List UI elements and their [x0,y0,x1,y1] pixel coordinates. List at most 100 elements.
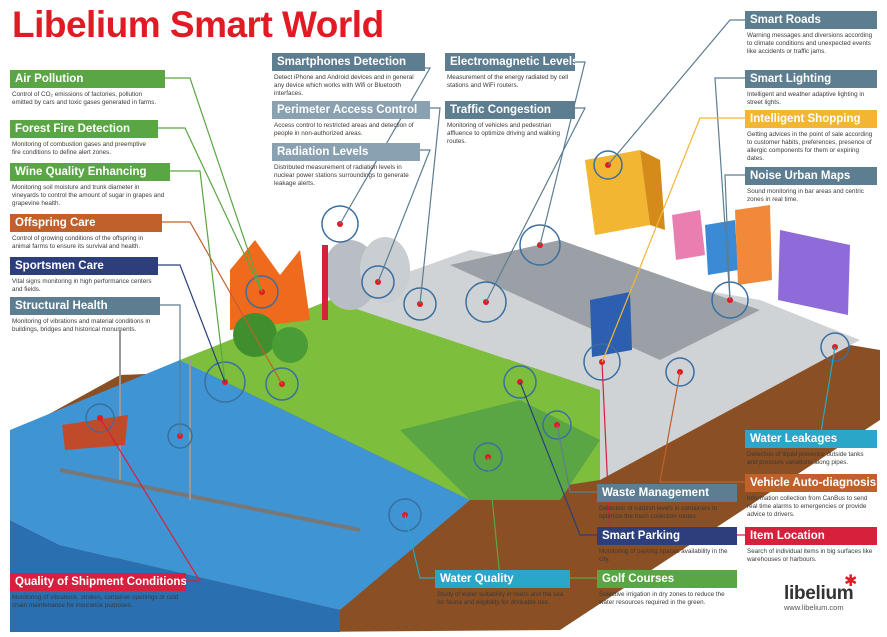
card-smart-parking: Smart Parking Monitoring of parking spac… [597,527,737,564]
card-description: Information collection from CanBus to se… [747,495,868,518]
card-title: Offspring Care [10,214,162,232]
card-description: Intelligent and weather adaptive lightin… [747,91,865,106]
card-title: Forest Fire Detection [10,120,158,138]
sensor-ring [665,357,695,387]
card-offspring-care: Offspring Care Control of growing condit… [10,214,162,251]
card-title: Sportsmen Care [10,257,158,275]
libelium-logo: ✱ libelium www.libelium.com [784,573,857,612]
sensor-ring [503,365,537,399]
card-description: Search of individual items in big surfac… [747,548,873,563]
card-smartphones: Smartphones Detection Detect iPhone and … [272,53,425,98]
card-description: Study of water suitability in rivers and… [437,591,564,606]
card-description: Selective irrigation in dry zones to red… [599,591,725,606]
sensor-ring [361,265,395,299]
logo-name: libelium [784,583,854,604]
insect-icon: ✱ [844,573,858,590]
card-title: Smart Parking [597,527,737,545]
card-title: Quality of Shipment Conditions [10,573,186,591]
sensor-ring [388,498,422,532]
card-forest-fire: Forest Fire Detection Monitoring of comb… [10,120,158,157]
chimney [322,245,328,320]
card-title: Wine Quality Enhancing [10,163,170,181]
cargo-ship [62,415,128,450]
card-waste-management: Waste Management Detection of rubbish le… [597,484,737,521]
building-yellow-side [640,150,665,230]
card-description: Monitoring soil moisture and trunk diame… [12,184,165,207]
card-description: Distributed measurement of radiation lev… [274,164,409,187]
card-shipment-conditions: Quality of Shipment Conditions Monitorin… [10,573,186,610]
tree-cluster-2 [272,327,308,363]
card-intelligent-shopping: Intelligent Shopping Getting advices in … [745,110,877,163]
card-description: Measurement of the energy radiated by ce… [447,74,569,89]
card-title: Smartphones Detection [272,53,425,71]
logo-url: www.libelium.com [784,603,844,612]
card-title: Electromagnetic Levels [445,53,575,71]
page-title: Libelium Smart World [12,4,384,45]
card-title: Structural Health [10,297,160,315]
sensor-ring [321,205,359,243]
card-description: Control of CO₂ emissions of factories, p… [12,91,157,106]
card-description: Getting advices in the point of sale acc… [747,131,873,162]
card-description: Monitoring of vehicles and pedestrian af… [447,122,560,145]
card-radiation: Radiation Levels Distributed measurement… [272,143,420,188]
card-title: Waste Management [597,484,737,502]
card-wine-quality: Wine Quality Enhancing Monitoring soil m… [10,163,170,208]
card-title: Golf Courses [597,570,737,588]
card-electromagnetic: Electromagnetic Levels Measurement of th… [445,53,575,90]
card-title: Noise Urban Maps [745,167,877,185]
fire-flames [230,240,310,330]
sensor-ring [204,361,246,403]
sensor-ring [245,275,279,309]
sensor-ring [473,442,503,472]
card-noise-maps: Noise Urban Maps Sound monitoring in bar… [745,167,877,204]
card-title: Water Quality [435,570,570,588]
card-title: Perimeter Access Control [272,101,430,119]
card-description: Control of growing conditions of the off… [12,235,144,250]
card-description: Monitoring of vibrations and material co… [12,318,151,333]
card-traffic: Traffic Congestion Monitoring of vehicle… [445,101,575,146]
card-smart-lighting: Smart Lighting Intelligent and weather a… [745,70,877,107]
card-title: Intelligent Shopping [745,110,877,128]
sensor-ring [403,287,437,321]
card-title: Radiation Levels [272,143,420,161]
card-description: Monitoring of vibrations, strokes, conta… [12,594,179,609]
card-smart-roads: Smart Roads Warning messages and diversi… [745,11,877,56]
card-title: Vehicle Auto-diagnosis [745,474,877,492]
tree-cluster [233,313,277,357]
cooling-tower-right [360,237,410,303]
card-vehicle-auto-diagnosis: Vehicle Auto-diagnosis Information colle… [745,474,877,519]
card-description: Monitoring of combustion gases and preem… [12,141,147,156]
card-description: Access control to restricted areas and d… [274,122,414,137]
card-description: Detection of liquid presence outside tan… [747,451,864,466]
sensor-ring [593,150,623,180]
card-description: Sound monitoring in bar areas and centri… [747,188,864,203]
card-sportsmen-care: Sportsmen Care Vital signs monitoring in… [10,257,158,294]
card-title: Item Location [745,527,877,545]
card-item-location: Item Location Search of individual items… [745,527,877,564]
building-purple [778,230,850,315]
building-blue [705,220,738,275]
sensor-ring [542,410,572,440]
card-title: Smart Roads [745,11,877,29]
card-water-quality: Water Quality Study of water suitability… [435,570,570,607]
card-title: Water Leakages [745,430,877,448]
sensor-ring [711,281,749,319]
sensor-ring [820,332,850,362]
sensor-ring [265,367,299,401]
card-air-pollution: Air Pollution Control of CO₂ emissions o… [10,70,165,107]
card-description: Detection of rubbish levels in container… [599,505,718,520]
building-yellow [585,150,650,235]
card-description: Monitoring of parking spaces availabilit… [599,548,728,563]
bridge-deck [59,468,361,532]
building-pink [672,210,705,260]
card-golf-courses: Golf Courses Selective irrigation in dry… [597,570,737,607]
building-store [590,292,632,357]
card-description: Detect iPhone and Android devices and in… [274,74,414,97]
building-orange [735,205,772,285]
card-structural-health: Structural Health Monitoring of vibratio… [10,297,160,334]
card-perimeter: Perimeter Access Control Access control … [272,101,430,138]
card-title: Air Pollution [10,70,165,88]
card-title: Smart Lighting [745,70,877,88]
